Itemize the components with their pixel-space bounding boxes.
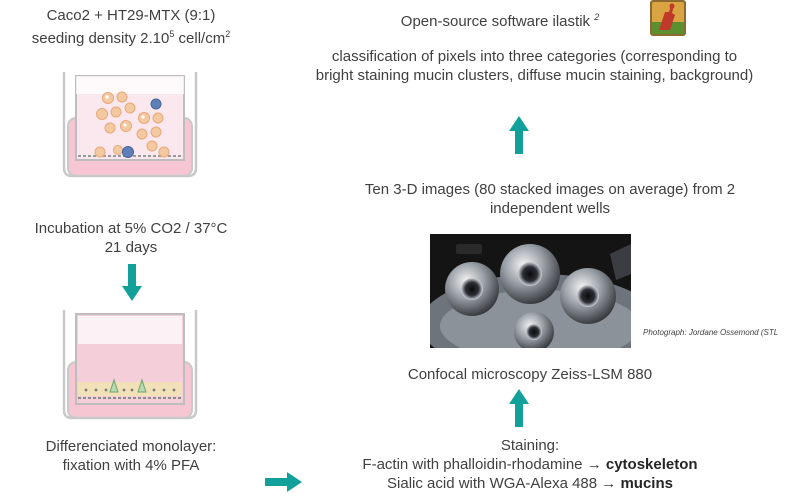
incubation-description: Incubation at 5% CO2 / 37°C 21 days xyxy=(0,219,262,257)
staining-line-1: F-actin with phalloidin-rhodamine → cyto… xyxy=(362,456,698,473)
staining-line-2: Sialic acid with WGA-Alexa 488 → mucins xyxy=(387,475,673,492)
classification-line-1: classification of pixels into three cate… xyxy=(331,48,738,65)
culture-line-2: seeding density 2.105 cell/cm2 xyxy=(31,29,231,47)
unit-exponent: 2 xyxy=(225,29,231,39)
mucins-label: mucins xyxy=(620,475,673,492)
software-reference: 2 xyxy=(594,12,600,22)
incubation-line-2: 21 days xyxy=(104,239,158,256)
staining-description: Staining: F-actin with phalloidin-rhodam… xyxy=(300,436,760,493)
incubation-line-1: Incubation at 5% CO2 / 37°C xyxy=(34,220,228,237)
staining-title: Staining: xyxy=(500,437,560,454)
images-line-1: Ten 3-D images (80 stacked images on ave… xyxy=(364,181,736,198)
cytoskeleton-label: cytoskeleton xyxy=(605,456,698,473)
culture-line-1: Caco2 + HT29-MTX (9:1) xyxy=(46,7,216,24)
monolayer-description: Differenciated monolayer: fixation with … xyxy=(0,437,262,475)
classification-line-2: bright staining mucin clusters, diffuse … xyxy=(315,67,754,84)
arrow-up-icon xyxy=(509,389,529,427)
microscope-photo xyxy=(430,234,631,348)
culture-description: Caco2 + HT29-MTX (9:1) seeding density 2… xyxy=(0,6,262,48)
seeding-exponent: 5 xyxy=(169,29,175,39)
microscopy-label: Confocal microscopy Zeiss-LSM 880 xyxy=(407,366,653,383)
monolayer-line-2: fixation with 4% PFA xyxy=(62,457,200,474)
images-line-2: independent wells xyxy=(489,200,611,217)
photo-credit: Photograph: Jordane Ossemond (STL xyxy=(643,328,779,337)
arrow-up-icon xyxy=(509,116,529,154)
software-label: Open-source software ilastik 2 xyxy=(400,12,600,30)
arrow-down-icon xyxy=(122,264,142,302)
arrow-right-icon xyxy=(265,472,303,492)
images-description: Ten 3-D images (80 stacked images on ave… xyxy=(300,180,800,218)
transwell-monolayer-illustration xyxy=(62,306,198,422)
classification-description: classification of pixels into three cate… xyxy=(260,47,809,85)
monolayer-line-1: Differenciated monolayer: xyxy=(45,438,217,455)
ilastik-logo-icon xyxy=(650,0,686,36)
transwell-seeding-illustration xyxy=(62,68,198,180)
